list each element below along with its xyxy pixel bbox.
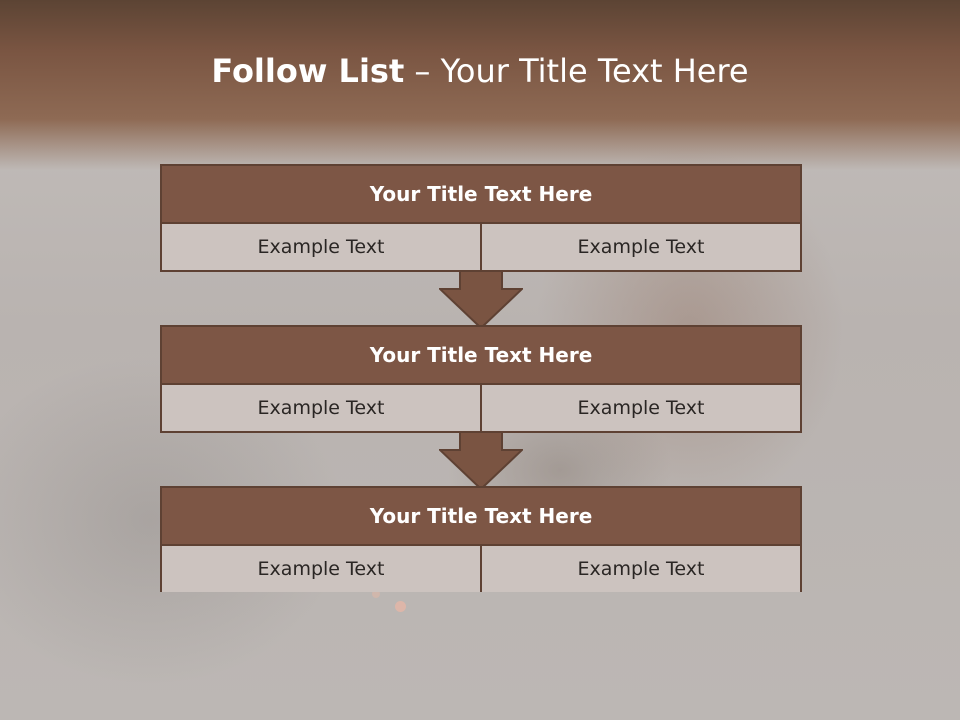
header-band	[0, 0, 960, 170]
step-row: Example Text Example Text	[162, 546, 800, 592]
down-arrow-icon	[439, 271, 523, 329]
step-title: Your Title Text Here	[162, 488, 800, 546]
step-box-2: Your Title Text Here Example Text Exampl…	[160, 325, 802, 433]
step-cell-left: Example Text	[162, 546, 480, 592]
slide-title-bold: Follow List	[211, 52, 405, 90]
step-row: Example Text Example Text	[162, 224, 800, 270]
slide-title: Follow List – Your Title Text Here	[0, 52, 960, 90]
down-arrow-icon	[439, 432, 523, 490]
step-cell-right: Example Text	[480, 224, 800, 270]
step-title: Your Title Text Here	[162, 327, 800, 385]
step-title: Your Title Text Here	[162, 166, 800, 224]
bokeh-dot	[395, 601, 406, 612]
step-row: Example Text Example Text	[162, 385, 800, 431]
step-box-1: Your Title Text Here Example Text Exampl…	[160, 164, 802, 272]
step-cell-right: Example Text	[480, 385, 800, 431]
step-cell-right: Example Text	[480, 546, 800, 592]
step-box-3: Your Title Text Here Example Text Exampl…	[160, 486, 802, 592]
step-cell-left: Example Text	[162, 224, 480, 270]
slide-title-rest: – Your Title Text Here	[404, 52, 749, 90]
step-cell-left: Example Text	[162, 385, 480, 431]
bokeh-dot	[372, 590, 380, 598]
